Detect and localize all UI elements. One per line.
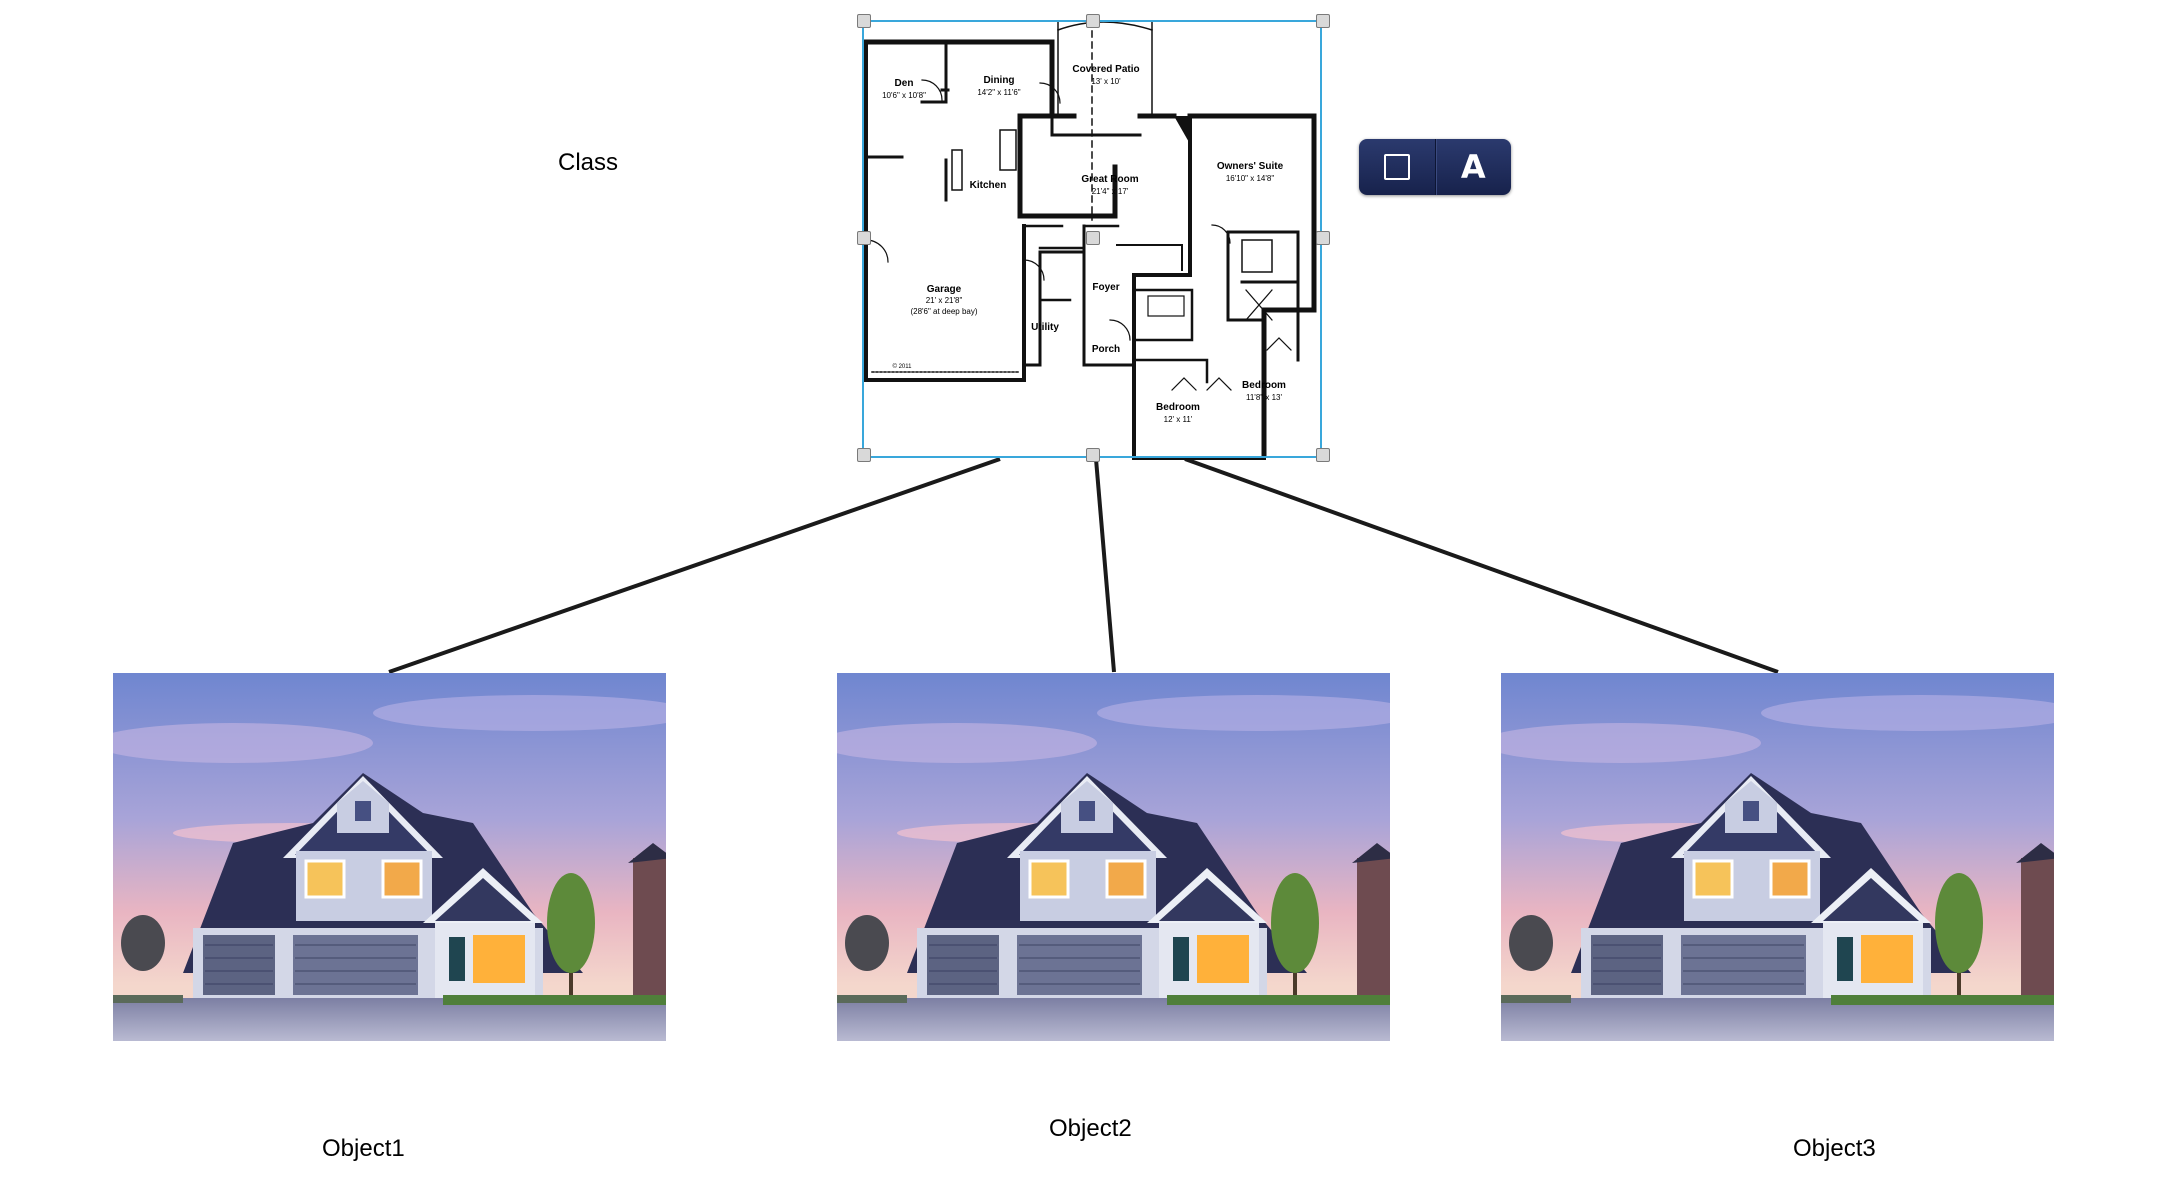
square-icon bbox=[1384, 154, 1410, 180]
room-kitchen-name: Kitchen bbox=[970, 180, 1007, 191]
floating-toolbar: A bbox=[1359, 139, 1511, 195]
insert-shape-button[interactable] bbox=[1359, 139, 1435, 195]
resize-handle-center[interactable] bbox=[1086, 231, 1100, 245]
text-icon: A bbox=[1461, 151, 1486, 183]
room-great-room-dims: 21'4" x 17' bbox=[1092, 187, 1129, 196]
room-porch-name: Porch bbox=[1092, 344, 1120, 355]
room-patio-name: Covered Patio bbox=[1072, 64, 1139, 75]
house-image-object2[interactable] bbox=[837, 673, 1390, 1041]
room-patio-dims: 13' x 10' bbox=[1091, 77, 1121, 86]
room-den-name: Den bbox=[895, 78, 914, 89]
insert-text-button[interactable]: A bbox=[1435, 139, 1512, 195]
resize-handle-top[interactable] bbox=[1086, 14, 1100, 28]
room-owners-suite-dims: 16'10" x 14'8" bbox=[1226, 174, 1274, 183]
room-garage-dims: 21' x 21'8" bbox=[926, 296, 963, 305]
house-image-object3[interactable] bbox=[1501, 673, 2054, 1041]
room-great-room-name: Great Room bbox=[1081, 174, 1138, 185]
resize-handle-bottom[interactable] bbox=[1086, 448, 1100, 462]
object2-label: Object2 bbox=[1049, 1115, 1132, 1143]
class-label: Class bbox=[558, 149, 618, 177]
resize-handle-left[interactable] bbox=[857, 231, 871, 245]
room-bedroom-2-dims: 11'8" x 13' bbox=[1246, 393, 1282, 402]
connector-line-object3[interactable] bbox=[1185, 459, 1778, 672]
resize-handle-top-right[interactable] bbox=[1316, 14, 1330, 28]
room-bedroom-3-name: Bedroom bbox=[1156, 402, 1200, 413]
connector-line-object2[interactable] bbox=[1096, 459, 1114, 672]
room-owners-suite-name: Owners' Suite bbox=[1217, 161, 1284, 172]
room-den-dims: 10'6" x 10'8" bbox=[882, 91, 926, 100]
room-bedroom-2-name: Bedroom bbox=[1242, 380, 1286, 391]
house-image-object1[interactable] bbox=[113, 673, 666, 1041]
house-photo bbox=[837, 673, 1390, 1041]
resize-handle-right[interactable] bbox=[1316, 231, 1330, 245]
connector-line-object1[interactable] bbox=[389, 459, 1000, 672]
house-photo bbox=[113, 673, 666, 1041]
resize-handle-top-left[interactable] bbox=[857, 14, 871, 28]
room-dining-name: Dining bbox=[983, 75, 1014, 86]
resize-handle-bottom-right[interactable] bbox=[1316, 448, 1330, 462]
resize-handle-bottom-left[interactable] bbox=[857, 448, 871, 462]
room-garage-extra: (28'6" at deep bay) bbox=[910, 307, 977, 316]
floor-plan-copyright: © 2011 bbox=[893, 363, 913, 370]
room-bedroom-3-dims: 12' x 11' bbox=[1164, 415, 1193, 424]
room-foyer-name: Foyer bbox=[1092, 282, 1119, 293]
room-garage-name: Garage bbox=[927, 284, 962, 295]
room-dining-dims: 14'2" x 11'6" bbox=[977, 88, 1020, 97]
object3-label: Object3 bbox=[1793, 1135, 1876, 1163]
house-photo bbox=[1501, 673, 2054, 1041]
room-utility-name: Utility bbox=[1031, 322, 1059, 333]
object1-label: Object1 bbox=[322, 1135, 405, 1163]
